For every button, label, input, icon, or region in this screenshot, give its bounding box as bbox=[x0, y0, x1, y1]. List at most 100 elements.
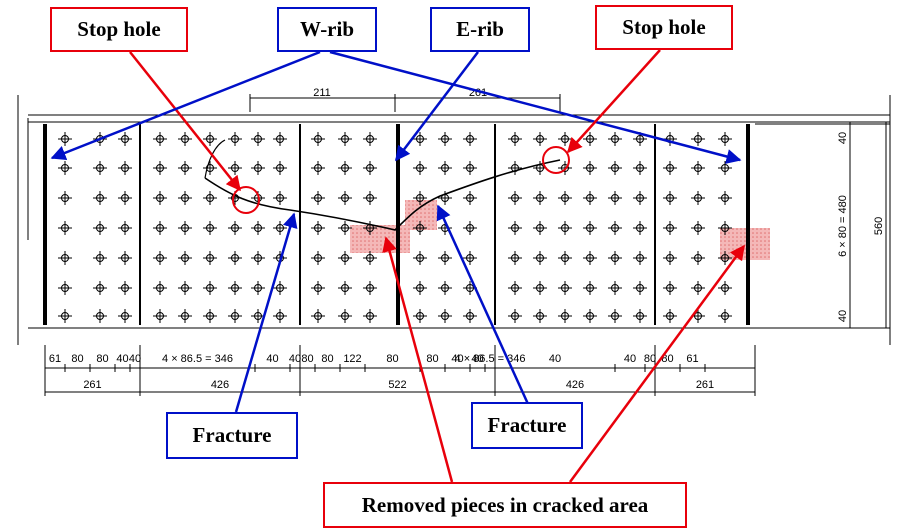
bolt-marker bbox=[273, 281, 287, 295]
bolt-marker bbox=[463, 161, 477, 175]
bolt-marker bbox=[178, 132, 192, 146]
bolt-marker bbox=[508, 132, 522, 146]
cracked-area-center bbox=[350, 225, 410, 253]
bolt-marker bbox=[93, 309, 107, 323]
dim-text-row2-item: 261 bbox=[696, 379, 714, 391]
bolt-marker bbox=[118, 309, 132, 323]
bolt-marker bbox=[663, 309, 677, 323]
bolt-marker bbox=[583, 309, 597, 323]
bolt-marker bbox=[273, 221, 287, 235]
bolt-marker bbox=[203, 309, 217, 323]
arrow-removed-center bbox=[382, 236, 454, 483]
dimension-text-top: 211 261 bbox=[313, 87, 487, 99]
bolt-marker bbox=[251, 221, 265, 235]
dim-text-row1-item: 40 bbox=[471, 353, 483, 365]
bolt-marker bbox=[251, 161, 265, 175]
stop-hole-left-marker bbox=[232, 186, 260, 214]
bolt-marker bbox=[203, 161, 217, 175]
bolt-marker bbox=[463, 221, 477, 235]
bolt-marker bbox=[118, 281, 132, 295]
bolt-marker bbox=[153, 161, 167, 175]
bolt-marker bbox=[363, 161, 377, 175]
bolt-marker bbox=[558, 251, 572, 265]
dim-right-middle: 6 × 80 = 480 bbox=[837, 195, 849, 257]
bolt-marker bbox=[58, 281, 72, 295]
bolt-marker bbox=[228, 309, 242, 323]
stop-hole-right-marker bbox=[542, 146, 570, 174]
bolt-marker bbox=[118, 221, 132, 235]
bolt-marker bbox=[508, 281, 522, 295]
bolt-marker bbox=[413, 281, 427, 295]
bolt-marker bbox=[583, 281, 597, 295]
bolt-marker bbox=[203, 251, 217, 265]
bolt-marker bbox=[608, 251, 622, 265]
bolt-marker bbox=[413, 251, 427, 265]
bolt-marker bbox=[583, 251, 597, 265]
bolt-marker bbox=[58, 132, 72, 146]
bolt-marker bbox=[178, 221, 192, 235]
bolt-marker bbox=[363, 132, 377, 146]
bolt-marker bbox=[533, 191, 547, 205]
bolt-marker bbox=[58, 221, 72, 235]
bolt-marker bbox=[153, 132, 167, 146]
bolt-marker bbox=[718, 281, 732, 295]
bolt-marker bbox=[118, 132, 132, 146]
dim-text-row1-item: 80 bbox=[644, 353, 656, 365]
bolt-marker bbox=[338, 161, 352, 175]
bolt-marker bbox=[338, 309, 352, 323]
bolt-marker bbox=[311, 281, 325, 295]
arrow-stop-hole-right bbox=[566, 49, 661, 154]
bolt-marker bbox=[663, 251, 677, 265]
dim-text-row1-item: 40 bbox=[116, 353, 128, 365]
bolt-marker bbox=[58, 251, 72, 265]
dim-text-row2-item: 522 bbox=[388, 379, 406, 391]
bolt-marker bbox=[633, 281, 647, 295]
bolt-marker bbox=[413, 309, 427, 323]
dim-text-row2-item: 261 bbox=[83, 379, 101, 391]
bolt-marker bbox=[718, 309, 732, 323]
bolt-marker bbox=[413, 132, 427, 146]
bolt-marker bbox=[463, 309, 477, 323]
bolt-marker bbox=[691, 221, 705, 235]
bolt-marker bbox=[118, 251, 132, 265]
bolt-marker bbox=[363, 191, 377, 205]
bolt-marker bbox=[533, 132, 547, 146]
bolt-marker bbox=[118, 161, 132, 175]
bolt-marker bbox=[583, 191, 597, 205]
leader-arrows bbox=[50, 49, 746, 483]
bolt-marker bbox=[608, 132, 622, 146]
bolt-marker bbox=[251, 132, 265, 146]
bolt-marker bbox=[558, 309, 572, 323]
bolt-marker bbox=[663, 281, 677, 295]
arrow-w-rib-right bbox=[329, 50, 742, 164]
dim-text-row1-item: 122 bbox=[343, 353, 361, 365]
dim-text-row1-item: 40 bbox=[266, 353, 278, 365]
bolt-marker bbox=[363, 309, 377, 323]
bolt-marker bbox=[153, 251, 167, 265]
bolt-marker bbox=[691, 281, 705, 295]
arrow-removed-right bbox=[568, 244, 746, 483]
label-stop-hole-right: Stop hole bbox=[595, 5, 733, 50]
bolt-marker bbox=[228, 132, 242, 146]
fracture-line bbox=[204, 159, 561, 231]
bolt-marker bbox=[583, 161, 597, 175]
bolt-marker bbox=[558, 221, 572, 235]
bolt-marker bbox=[93, 161, 107, 175]
bolt-marker bbox=[463, 251, 477, 265]
bolt-marker bbox=[691, 191, 705, 205]
bolt-marker bbox=[558, 191, 572, 205]
dim-text-row1-item: 4 × 86.5 = 346 bbox=[162, 353, 233, 365]
bolt-marker bbox=[58, 161, 72, 175]
label-stop-hole-left: Stop hole bbox=[50, 7, 188, 52]
bolt-marker bbox=[203, 191, 217, 205]
bolt-marker bbox=[633, 309, 647, 323]
bolt-grid bbox=[58, 132, 732, 323]
bolt-marker bbox=[691, 132, 705, 146]
bolt-marker bbox=[691, 161, 705, 175]
bolt-marker bbox=[153, 281, 167, 295]
bolt-marker bbox=[228, 221, 242, 235]
bolt-marker bbox=[311, 251, 325, 265]
dim-text-row1-item: 4 × 86.5 = 346 bbox=[455, 353, 526, 365]
